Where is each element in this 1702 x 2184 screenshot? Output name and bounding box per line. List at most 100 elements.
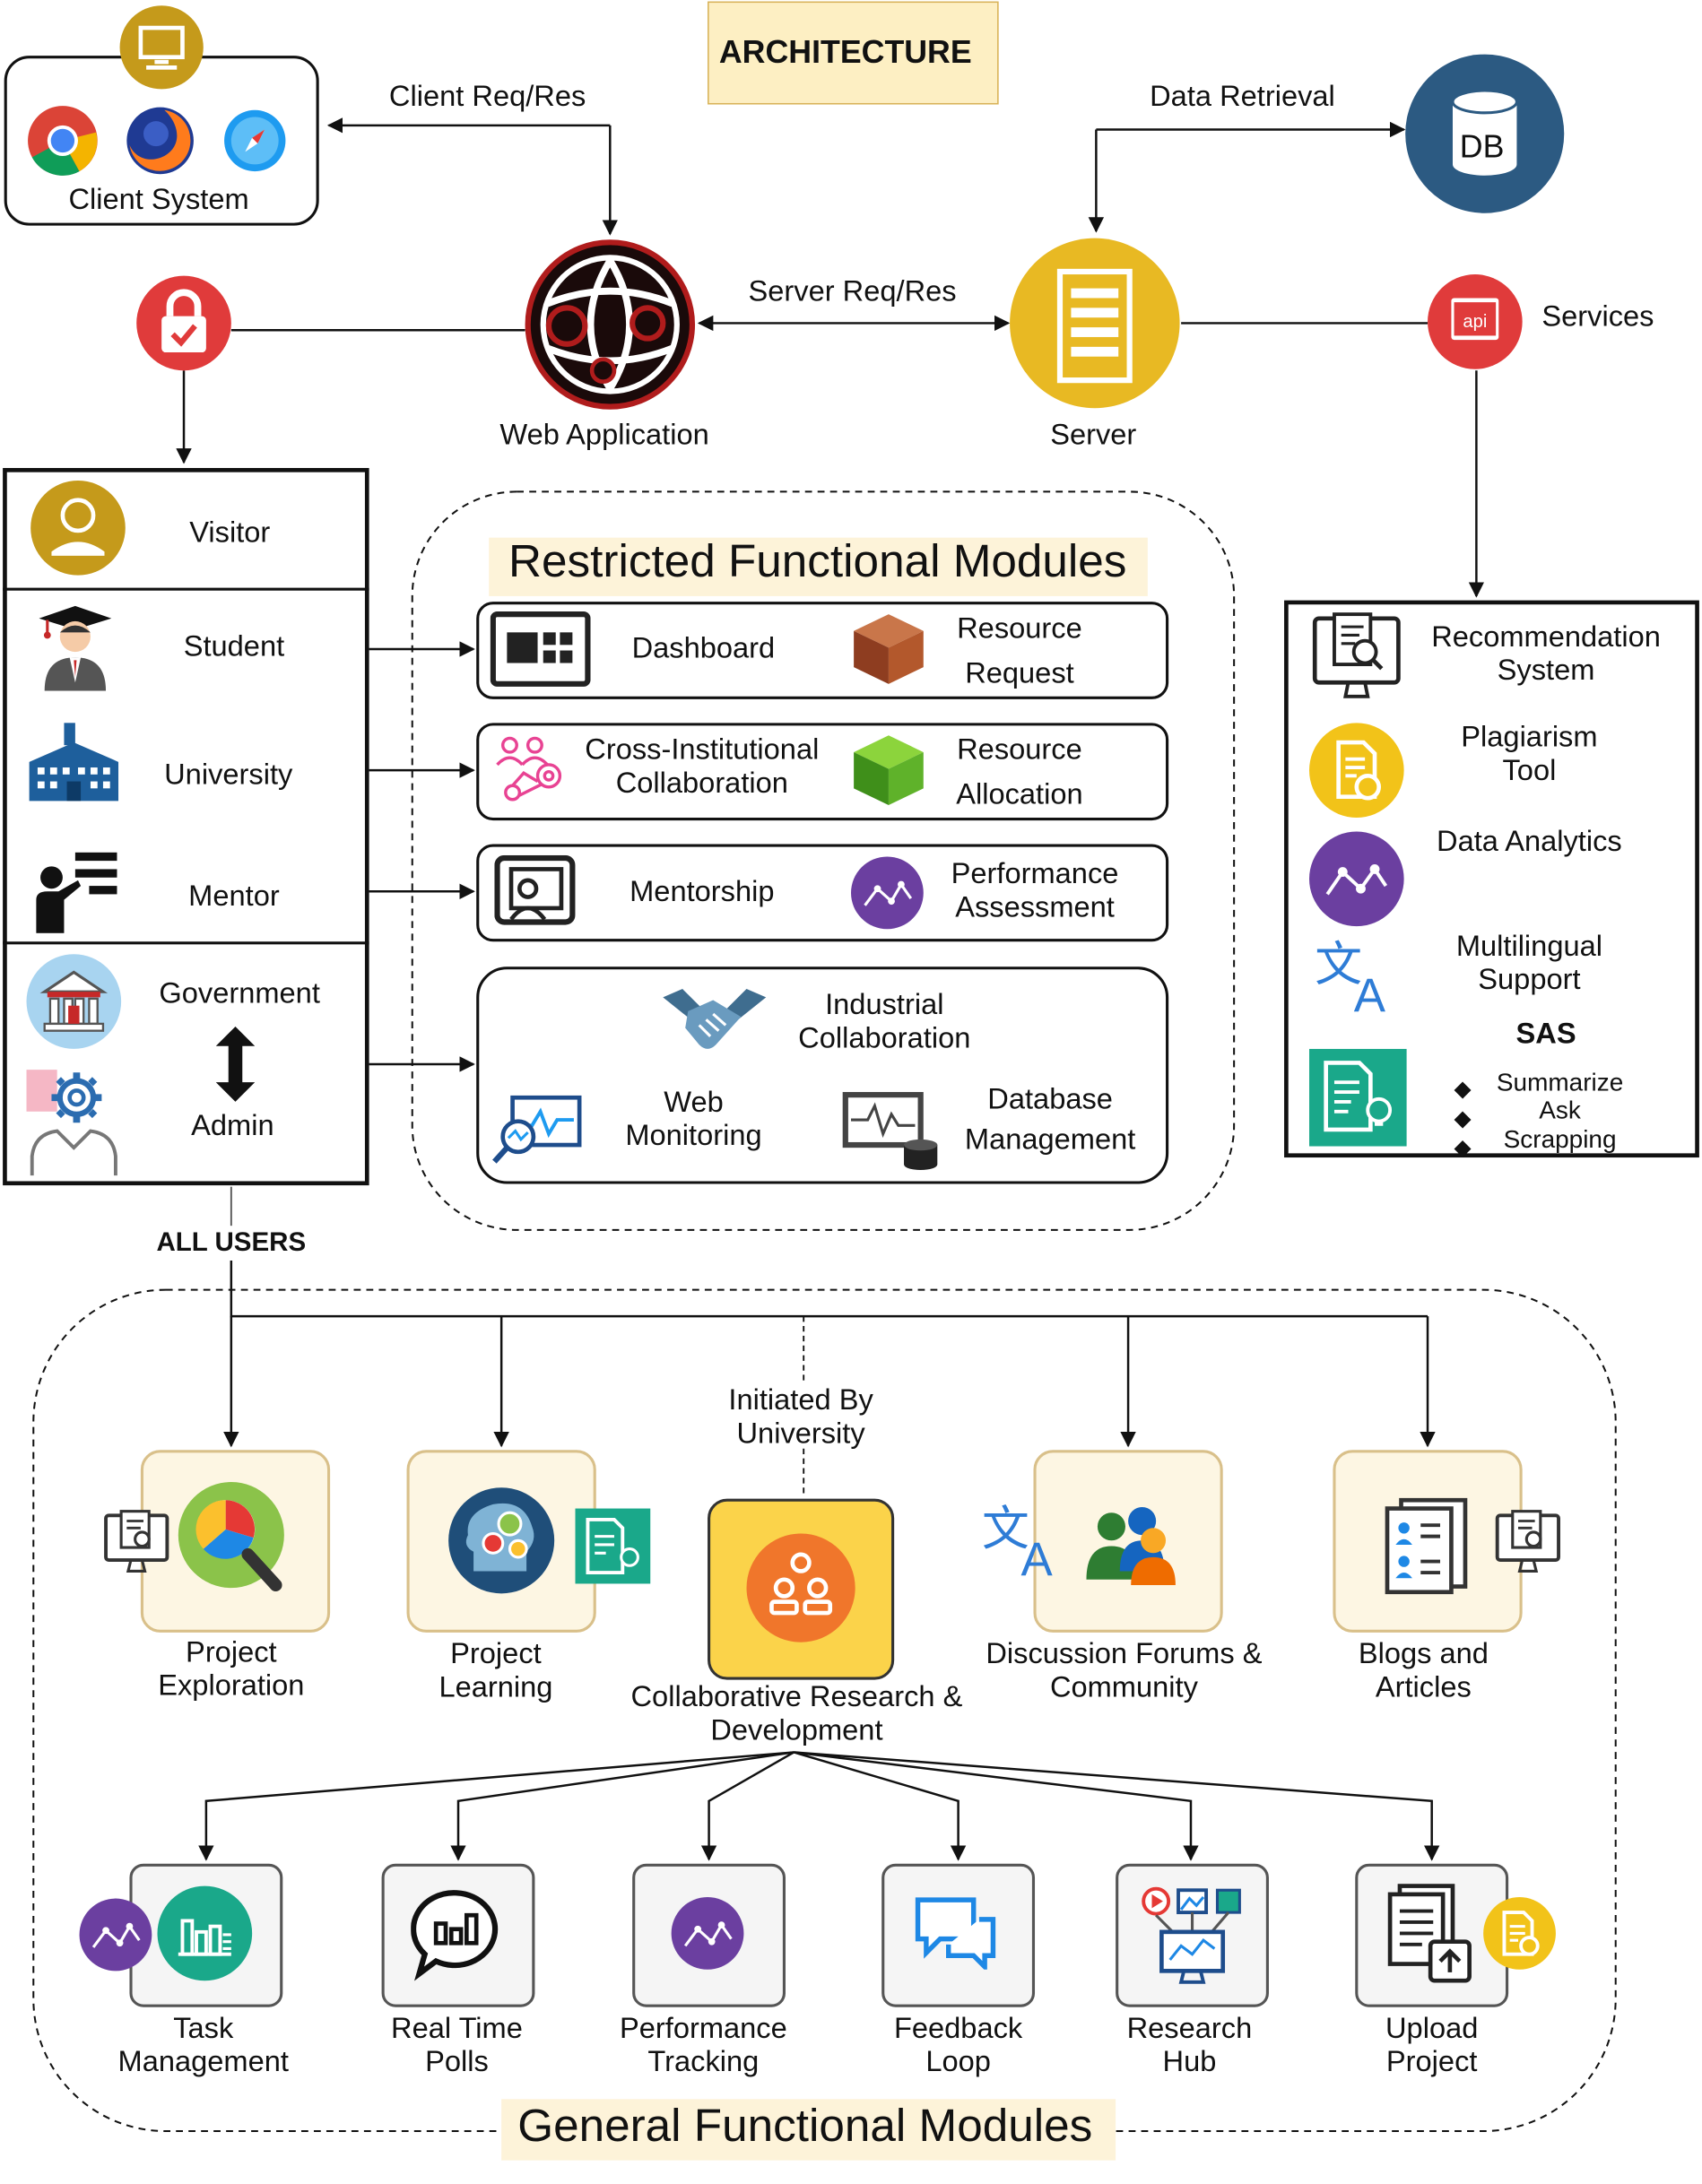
resource-box-icon — [854, 614, 924, 684]
upload-document-icon — [1387, 1884, 1472, 1983]
certificate-icon — [1483, 1897, 1556, 1970]
monitor-icon — [119, 5, 204, 90]
svg-text:A: A — [1020, 1533, 1053, 1581]
web-application-icon — [525, 239, 696, 410]
web-monitoring-icon — [492, 1095, 582, 1164]
government-label: Government — [159, 977, 320, 1010]
document-idea-icon — [575, 1508, 651, 1584]
web-monitoring-label: Web Monitoring — [625, 1086, 762, 1153]
government-building-icon — [26, 954, 122, 1049]
visitor-label: Visitor — [189, 516, 271, 550]
sas-title: SAS — [1515, 1018, 1576, 1051]
module-row-collaboration[interactable] — [476, 723, 1169, 821]
handshake-icon — [663, 989, 767, 1049]
performance-tracking-label: Performance Tracking — [620, 2012, 787, 2079]
brain-gears-icon — [448, 1487, 555, 1594]
research-hub-label: Research Hub — [1126, 2012, 1253, 2079]
collaborative-research-label: Collaborative Research & Development — [630, 1681, 963, 1747]
sas-bullet: ◆ — [1454, 1078, 1472, 1102]
mentorship-icon — [494, 854, 576, 925]
blogs-articles-label: Blogs and Articles — [1358, 1638, 1489, 1704]
web-application-label: Web Application — [499, 419, 709, 452]
articles-icon — [1385, 1497, 1468, 1595]
plagiarism-tool-label: Plagiarism Tool — [1461, 721, 1598, 788]
chat-bubbles-icon — [915, 1897, 996, 1970]
restricted-title-bg — [489, 537, 1148, 596]
student-label: Student — [183, 630, 285, 663]
resource-allocation-box-icon — [854, 735, 924, 805]
svg-text:A: A — [1354, 969, 1386, 1017]
upload-project-label: Upload Project — [1385, 2012, 1479, 2079]
page-title: ARCHITECTURE — [718, 33, 972, 70]
visitor-avatar-icon — [30, 480, 126, 576]
module-row-dashboard[interactable] — [476, 602, 1169, 699]
module-group-gov-admin[interactable] — [476, 966, 1169, 1184]
admin-gear-icon — [26, 1070, 117, 1176]
users-divider — [3, 587, 369, 591]
data-analytics-label: Data Analytics — [1437, 826, 1622, 859]
restricted-title: Restricted Functional Modules — [508, 534, 1127, 587]
data-retrieval-label: Data Retrieval — [1150, 81, 1335, 113]
svg-text:文: 文 — [982, 1502, 1029, 1556]
project-learning-label: Project Learning — [439, 1638, 553, 1704]
database-management-label: Database Management — [964, 1083, 1136, 1157]
general-title-bg — [501, 2099, 1116, 2161]
mentorship-label: Mentorship — [630, 876, 775, 908]
db-label: DB — [1459, 127, 1505, 165]
recommendation-system-icon — [1312, 612, 1401, 698]
research-hub-icon — [1142, 1886, 1241, 1984]
sas-icon — [1309, 1048, 1407, 1147]
client-req-label: Client Req/Res — [388, 81, 586, 113]
feedback-loop-label: Feedback Loop — [893, 2012, 1023, 2079]
community-people-icon — [1086, 1506, 1176, 1585]
initiated-by-label: Initiated By University — [728, 1384, 873, 1450]
chrome-icon — [28, 106, 98, 176]
plagiarism-tool-icon — [1309, 723, 1404, 818]
all-users-label: ALL USERS — [156, 1228, 307, 1258]
safari-icon — [224, 109, 286, 172]
poll-bubble-icon — [411, 1890, 499, 1981]
multilingual-support-label: Multilingual Support — [1455, 930, 1603, 997]
performance-assessment-label: Performance Assessment — [951, 858, 1119, 924]
sas-bullet: ◆ — [1454, 1107, 1472, 1131]
team-icon — [746, 1533, 855, 1642]
client-system-label: Client System — [68, 184, 249, 216]
mentor-teaching-icon — [36, 852, 117, 933]
report-monitor-icon — [1495, 1510, 1560, 1573]
university-label: University — [164, 758, 293, 792]
api-icon: api — [1428, 274, 1523, 369]
bar-chart-icon — [157, 1885, 253, 1981]
sas-bullet: ◆ — [1454, 1136, 1472, 1161]
admin-label: Admin — [191, 1110, 274, 1142]
translate-icon: 文 A — [982, 1502, 1053, 1581]
services-label: Services — [1541, 300, 1654, 334]
cross-institutional-label: Cross-Institutional Collaboration — [585, 733, 820, 800]
restricted-container — [411, 490, 1236, 1231]
discussion-forums-card[interactable] — [1033, 1450, 1223, 1633]
sas-item-scrapping: Scrapping — [1503, 1125, 1617, 1154]
server-label: Server — [1050, 419, 1137, 452]
university-building-icon — [29, 723, 119, 802]
analytics-icon — [79, 1898, 152, 1972]
database-management-icon — [842, 1092, 938, 1171]
data-analytics-icon — [1309, 831, 1404, 927]
module-row-mentorship[interactable] — [476, 844, 1169, 942]
recommendation-system-label: Recommendation System — [1431, 620, 1661, 688]
server-req-label: Server Req/Res — [748, 275, 957, 308]
task-management-label: Task Management — [117, 2012, 289, 2079]
double-arrow-icon — [215, 1027, 256, 1102]
users-divider — [3, 941, 369, 945]
database-icon — [1405, 54, 1565, 213]
dashboard-icon — [490, 611, 591, 687]
sas-item-summarize: Summarize — [1496, 1068, 1624, 1096]
magnifier-chart-icon — [178, 1482, 284, 1591]
firefox-icon — [126, 107, 194, 175]
title-box — [708, 1, 999, 105]
collaboration-network-icon — [496, 736, 562, 802]
users-panel — [3, 468, 369, 1186]
performance-tracking-icon — [671, 1897, 744, 1970]
api-badge: api — [1463, 312, 1487, 332]
general-container — [32, 1288, 1617, 2133]
mentor-label: Mentor — [188, 880, 280, 913]
